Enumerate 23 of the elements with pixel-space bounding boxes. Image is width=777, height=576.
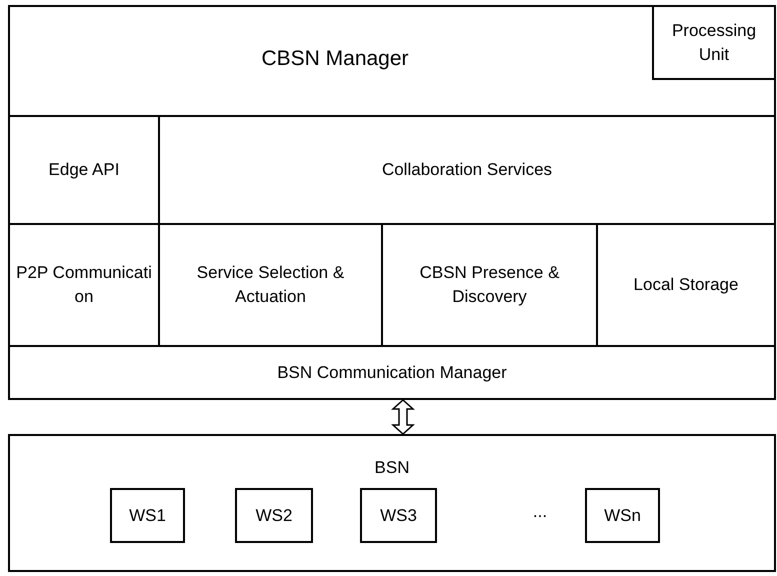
manager-panel xyxy=(8,5,776,400)
module-label: WS1 xyxy=(128,504,167,526)
module-label: Edge API xyxy=(48,159,120,181)
module-label: BSN Communication Manager xyxy=(276,362,508,384)
module-label: CBSN Presence & Discovery xyxy=(418,262,560,308)
module-label: Collaboration Services xyxy=(380,159,554,181)
module-box xyxy=(652,5,776,80)
module-label: Processing Unit xyxy=(670,20,758,66)
network-panel xyxy=(8,434,776,572)
panel-title: CBSN Manager xyxy=(260,47,410,71)
ellipsis-label: ... xyxy=(532,501,548,523)
module-label: WSn xyxy=(603,504,642,526)
module-label: WS3 xyxy=(379,504,418,526)
double-arrow xyxy=(391,399,415,435)
module-label: WS2 xyxy=(254,504,294,526)
sensor-box xyxy=(110,488,185,543)
module-label: P2P Communication xyxy=(15,262,153,308)
sensor-box xyxy=(360,488,437,543)
panel-title: BSN xyxy=(374,457,410,479)
sensor-box xyxy=(235,488,313,543)
module-label: Service Selection & Actuation xyxy=(196,262,346,308)
sensor-box xyxy=(585,488,660,543)
module-label: Local Storage xyxy=(632,274,740,296)
